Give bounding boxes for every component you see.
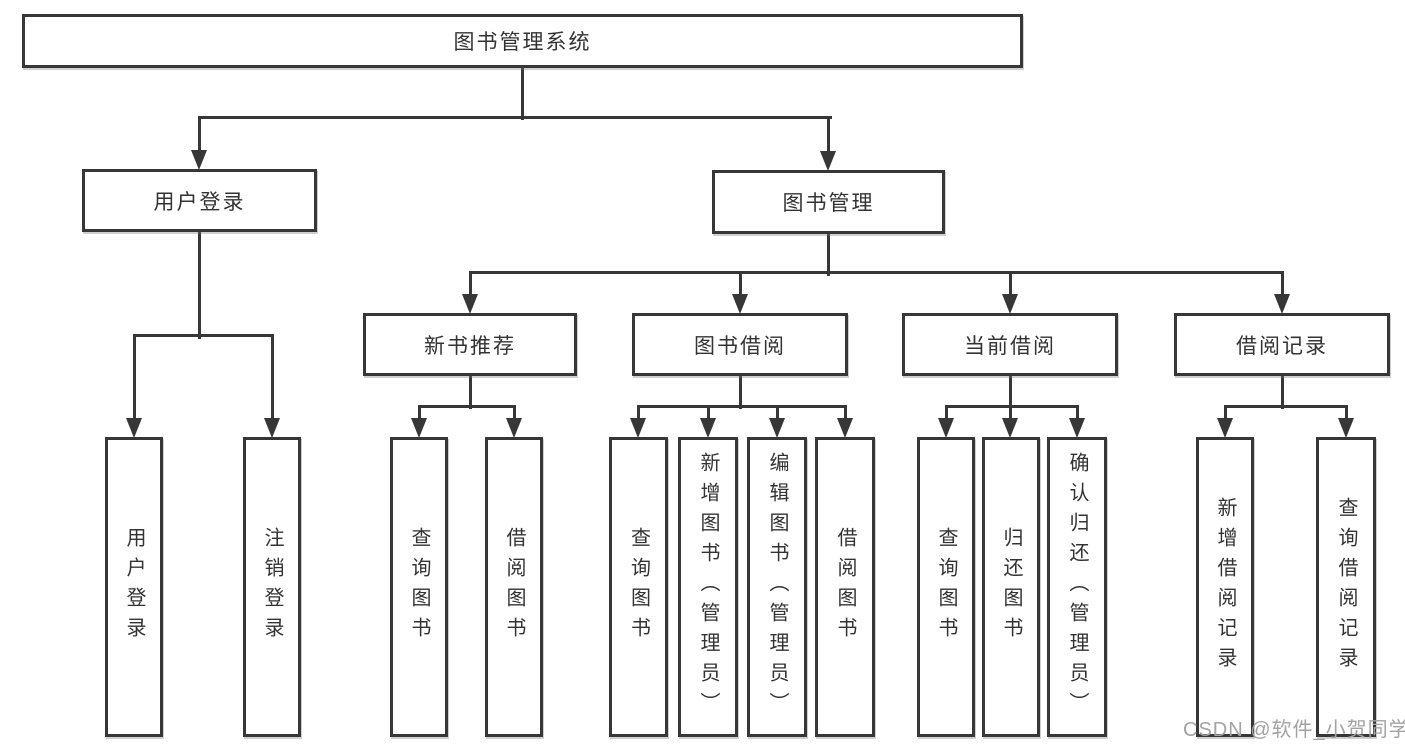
connector-segment <box>637 405 847 408</box>
node-label: 图书管理 <box>782 192 875 215</box>
arrowhead-down-icon <box>462 294 478 314</box>
arrowhead-down-icon <box>820 151 836 171</box>
node-leaf-edit-books: 编辑图书（管理员） <box>747 437 807 737</box>
node-label: 新书推荐 <box>424 334 516 358</box>
arrowhead-down-icon <box>411 418 427 438</box>
connector-segment <box>469 271 1284 274</box>
node-label: 用户登录 <box>123 527 145 647</box>
node-label: 注销登录 <box>261 527 283 647</box>
connector-segment <box>1281 272 1284 300</box>
node-label: 归还图书 <box>1000 527 1022 647</box>
connector-segment <box>1224 405 1348 408</box>
node-label: 新增借阅记录 <box>1214 497 1236 677</box>
connector-segment <box>1281 376 1284 409</box>
node-leaf-borrow-books-1: 借阅图书 <box>485 437 543 737</box>
connector-segment <box>1009 376 1012 424</box>
node-new-book-recommend: 新书推荐 <box>363 313 577 376</box>
node-leaf-add-borrow-record: 新增借阅记录 <box>1196 437 1254 737</box>
connector-segment <box>637 406 640 424</box>
arrowhead-down-icon <box>126 418 142 438</box>
connector-segment <box>1009 272 1012 300</box>
arrowhead-down-icon <box>1217 418 1233 438</box>
node-leaf-query-borrow-record: 查询借阅记录 <box>1316 437 1376 737</box>
node-label: 编辑图书（管理员） <box>766 452 788 722</box>
connector-segment <box>271 335 274 424</box>
arrowhead-down-icon <box>191 150 207 170</box>
arrowhead-down-icon <box>1274 294 1290 314</box>
connector-segment <box>469 376 472 409</box>
connector-segment <box>1224 406 1227 424</box>
node-leaf-borrow-books-2: 借阅图书 <box>815 437 875 737</box>
arrowhead-down-icon <box>938 418 954 438</box>
node-label: 确认归还（管理员） <box>1066 452 1088 722</box>
node-leaf-query-books-2: 查询图书 <box>609 437 668 737</box>
node-current-borrow: 当前借阅 <box>902 313 1118 376</box>
connector-segment <box>198 116 832 119</box>
arrowhead-down-icon <box>837 418 853 438</box>
connector-segment <box>133 335 136 424</box>
connector-segment <box>133 334 274 337</box>
node-label: 借阅图书 <box>503 527 525 647</box>
arrowhead-down-icon <box>700 418 716 438</box>
connector-segment <box>739 376 742 409</box>
node-leaf-return-books: 归还图书 <box>982 437 1040 737</box>
connector-segment <box>844 406 847 424</box>
node-label: 查询借阅记录 <box>1335 497 1357 677</box>
arrowhead-down-icon <box>264 418 280 438</box>
connector-segment <box>739 272 742 300</box>
node-label: 当前借阅 <box>964 334 1056 358</box>
node-leaf-user-login: 用户登录 <box>105 437 163 737</box>
connector-segment <box>776 406 779 424</box>
node-label: 借阅图书 <box>834 527 856 647</box>
arrowhead-down-icon <box>506 418 522 438</box>
connector-segment <box>1076 406 1079 424</box>
csdn-watermark: CSDN @软件_小贺同学 <box>1183 719 1405 741</box>
connector-segment <box>513 406 516 424</box>
arrowhead-down-icon <box>1002 418 1018 438</box>
connector-segment <box>418 405 516 408</box>
node-book-management: 图书管理 <box>712 170 945 234</box>
node-label: 借阅记录 <box>1236 334 1328 358</box>
node-leaf-add-books: 新增图书（管理员） <box>678 437 738 737</box>
node-label: 查询图书 <box>627 527 650 647</box>
node-book-borrow: 图书借阅 <box>632 313 848 376</box>
arrowhead-down-icon <box>769 418 785 438</box>
connector-segment <box>418 406 421 424</box>
node-user-login: 用户登录 <box>82 169 317 232</box>
node-borrow-records: 借阅记录 <box>1174 313 1390 376</box>
node-leaf-query-books-1: 查询图书 <box>390 437 448 737</box>
connector-segment <box>1345 406 1348 424</box>
node-leaf-confirm-return: 确认归还（管理员） <box>1047 437 1107 737</box>
node-label: 查询图书 <box>408 527 430 647</box>
node-label: 用户登录 <box>153 190 246 214</box>
connector-segment <box>707 406 710 424</box>
node-leaf-query-books-3: 查询图书 <box>917 437 975 737</box>
arrowhead-down-icon <box>630 418 646 438</box>
connector-segment <box>469 272 472 300</box>
node-label: 查询图书 <box>935 527 957 647</box>
node-leaf-logout: 注销登录 <box>243 437 301 737</box>
node-root: 图书管理系统 <box>22 14 1023 68</box>
connector-segment <box>945 405 1079 408</box>
arrowhead-down-icon <box>1069 418 1085 438</box>
node-label: 新增图书（管理员） <box>697 452 719 722</box>
connector-segment <box>945 406 948 424</box>
arrowhead-down-icon <box>1338 418 1354 438</box>
connector-segment <box>827 117 830 156</box>
connector-segment <box>827 234 830 276</box>
arrowhead-down-icon <box>732 294 748 314</box>
node-label: 图书管理系统 <box>453 31 592 54</box>
arrowhead-down-icon <box>1002 294 1018 314</box>
connector-segment <box>198 117 201 155</box>
connector-segment <box>198 232 201 339</box>
connector-segment <box>521 68 524 120</box>
node-label: 图书借阅 <box>694 334 786 358</box>
